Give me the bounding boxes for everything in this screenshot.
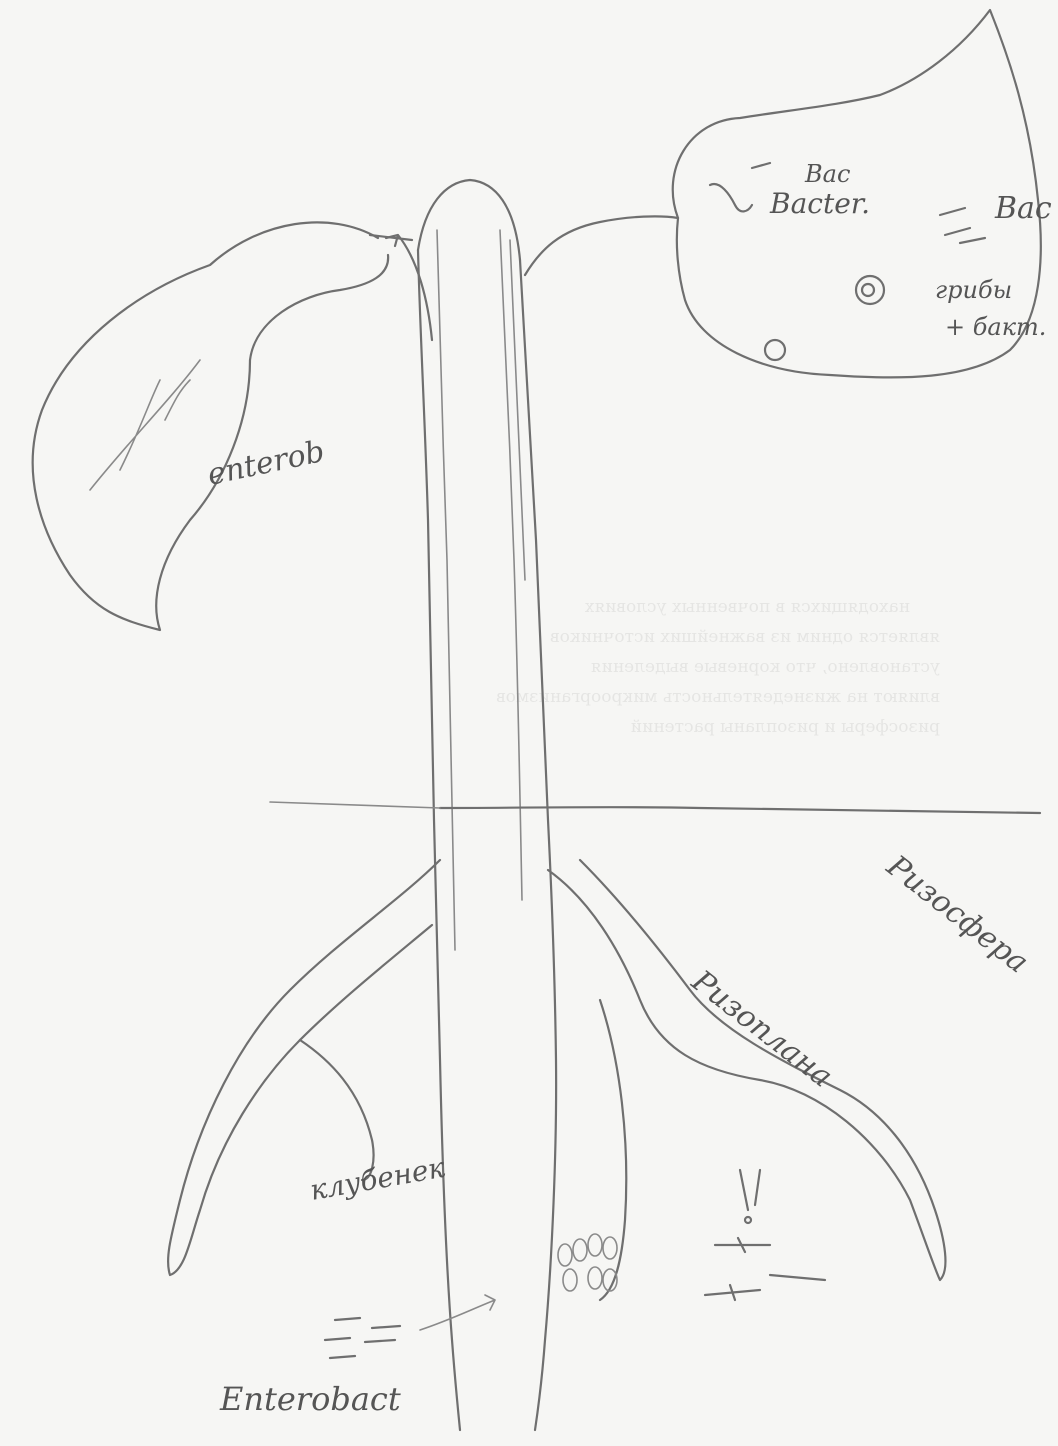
rod-bacterium-2 <box>705 1285 760 1300</box>
arrow-up-icon <box>386 235 432 340</box>
nodule-cluster <box>558 1234 617 1291</box>
bleed-line-3: установлено, что корневые выделения <box>591 657 940 677</box>
label-enterobact: Enterobact <box>219 1380 401 1418</box>
bacteria-rod-1 <box>710 184 752 211</box>
label-bac-right: Bac <box>994 191 1052 226</box>
label-fungi: грибы <box>935 276 1012 304</box>
bacteria-rod-3 <box>940 208 985 243</box>
nodule-2 <box>573 1239 587 1261</box>
label-bac-top: Bac <box>804 160 850 188</box>
label-fungi-plus: + бакт. <box>945 313 1046 341</box>
label-rhizosphere: Ризосфера <box>879 848 1035 980</box>
bleed-line-5: ризосферы и ризопланы растений <box>631 717 940 737</box>
stem-left-edge <box>418 250 460 1430</box>
nodule-3 <box>588 1234 602 1256</box>
soil-line <box>440 807 1040 813</box>
exclamation-marks <box>740 1170 760 1210</box>
stem-branch-right <box>525 216 678 275</box>
nodule-5 <box>563 1269 577 1291</box>
left-leaf <box>33 222 388 630</box>
fungal-spore-2 <box>862 284 874 296</box>
bleed-line-4: влияют на жизнедеятельность микроорганиз… <box>496 687 940 707</box>
stem-right-edge <box>520 260 556 1430</box>
leaf-vein <box>90 360 200 490</box>
soil-bacteria <box>705 1170 825 1300</box>
bleed-line-1: находящихся в почвенных условиях <box>584 597 910 617</box>
nodule-6 <box>588 1267 602 1289</box>
dot-1 <box>745 1217 751 1223</box>
bleed-through-text: находящихся в почвенных условиях являетс… <box>496 597 940 737</box>
nodule-1 <box>558 1244 572 1266</box>
label-rhizoplane: Ризоплана <box>684 963 839 1095</box>
fungal-spore-3 <box>765 340 785 360</box>
root-left-main <box>168 860 440 1275</box>
rod-bacterium-3 <box>770 1275 825 1280</box>
root-left-branch <box>300 1040 374 1180</box>
bleed-line-2: является одним из важнейших источников <box>550 627 940 647</box>
soil-line-left <box>270 802 440 808</box>
enterobact-dashes <box>325 1318 400 1358</box>
vascular-line-1 <box>437 230 455 950</box>
stem-tip <box>418 180 520 260</box>
vascular-line-2 <box>500 230 522 900</box>
bacteria-rod-2 <box>752 163 770 168</box>
rod-bacterium-1 <box>715 1238 770 1252</box>
label-leaf-enterob: enterob <box>204 434 327 493</box>
label-nodule: клубенек <box>307 1151 447 1207</box>
nodule-4 <box>603 1237 617 1259</box>
root-arrow <box>420 1295 495 1330</box>
fungal-spore-1 <box>856 276 884 304</box>
label-bacteria: Bacter. <box>769 187 870 220</box>
